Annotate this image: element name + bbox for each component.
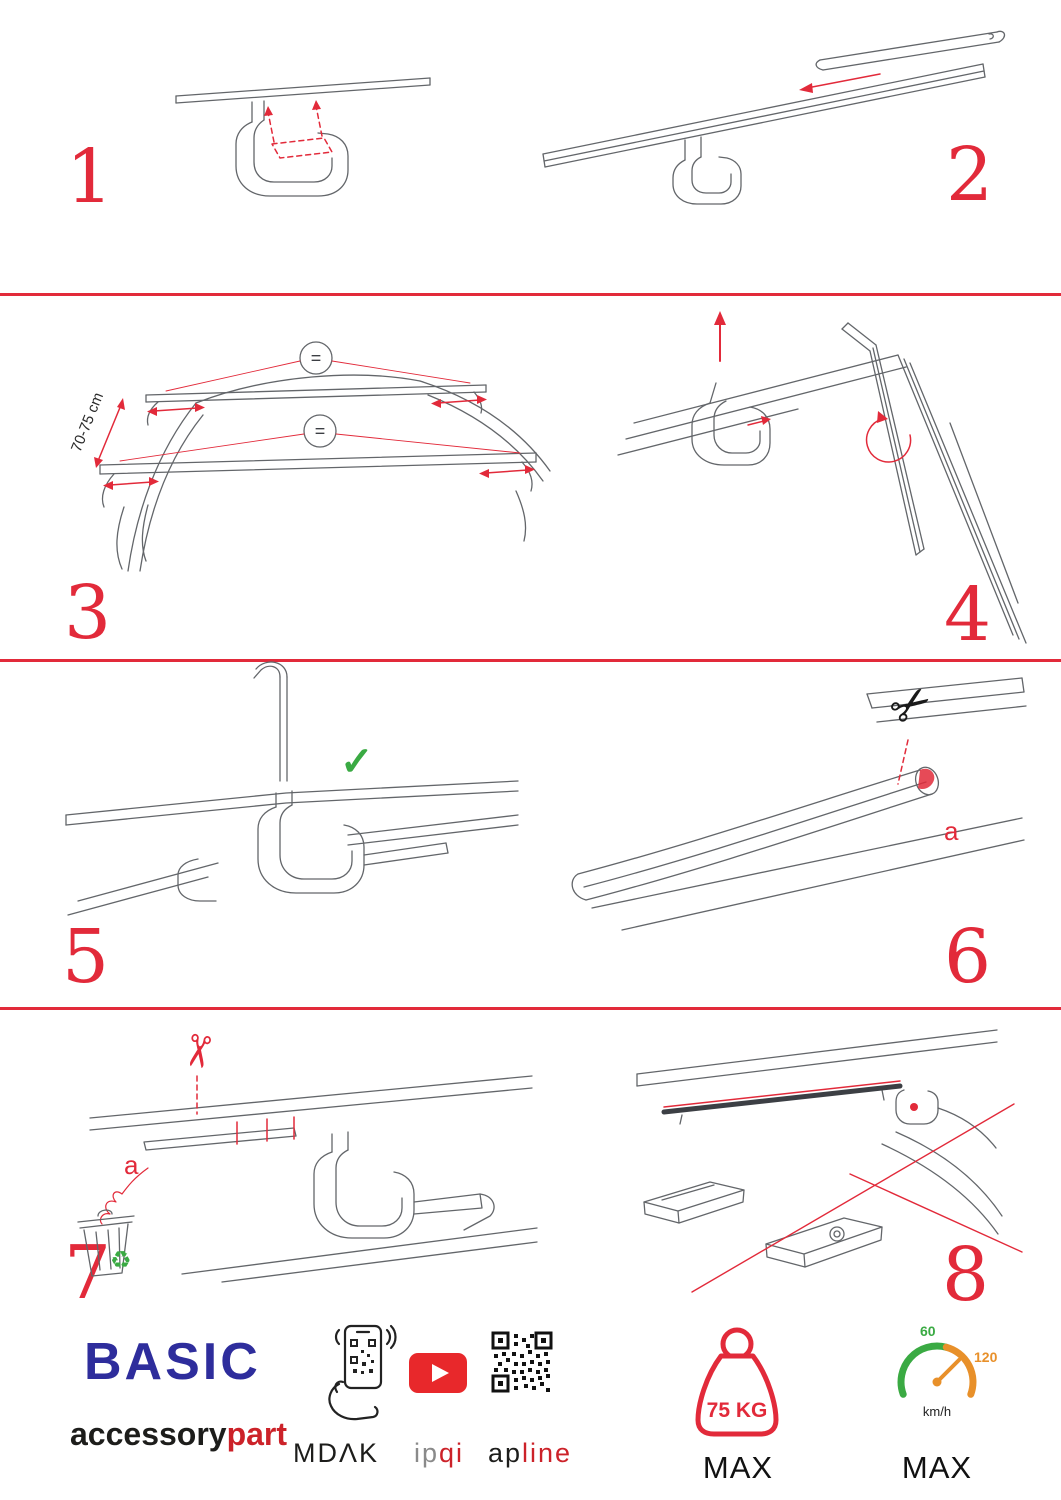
step-2-illustration <box>542 30 1006 205</box>
weight-value: 75 KG <box>707 1399 768 1422</box>
speedometer-icon: 60 120 km/h <box>897 1323 998 1419</box>
cut-piece-highlight <box>918 768 935 790</box>
brand-apline: apline <box>488 1440 572 1467</box>
speed-low-label: 60 <box>920 1323 936 1339</box>
phone-qr-scan-icon <box>328 1324 397 1421</box>
clamp-and-allen-key-drawing <box>617 322 1027 644</box>
recycle-icon: ♻ <box>110 1247 132 1274</box>
apline-black-text: ap <box>488 1438 523 1468</box>
youtube-icon <box>409 1353 467 1393</box>
part-a-label: a <box>124 1150 139 1180</box>
brand-part-text: part <box>226 1416 288 1452</box>
brand-basic: BASIC <box>84 1333 261 1391</box>
step-6-number: 6 <box>944 914 992 1000</box>
step-5-number: 5 <box>62 914 110 1000</box>
step-7-illustration: ✂ a ♻ <box>77 1029 538 1283</box>
section-divider <box>0 293 1061 296</box>
equal-spacing-symbol: = <box>315 421 326 441</box>
qr-code-icon <box>491 1331 553 1393</box>
bar-and-endcap-drawing <box>542 30 1006 205</box>
cut-line <box>897 739 909 785</box>
section-divider <box>0 1007 1061 1010</box>
equal-spacing-symbol: = <box>311 348 322 368</box>
rubber-strip <box>661 1083 903 1115</box>
ipqi-red-text: qi <box>439 1438 465 1468</box>
rubber-pad-highlight <box>264 100 333 159</box>
check-icon: ✓ <box>340 740 374 784</box>
slide-direction-arrow <box>799 73 881 93</box>
max-weight-icon: 75 KG <box>695 1327 779 1437</box>
clamp-check-drawing <box>65 661 519 916</box>
insert-arrow <box>714 311 771 426</box>
bar-distance-measurement: 70-75 cm <box>68 390 107 454</box>
strip-cut-discard-drawing <box>89 1075 538 1283</box>
step-4-illustration <box>617 311 1027 644</box>
step-2-number: 2 <box>946 132 994 218</box>
step-3-number: 3 <box>64 570 112 656</box>
step-1-number: 1 <box>66 134 114 220</box>
step-8-illustration <box>636 1029 1023 1293</box>
step-8-number: 8 <box>942 1232 990 1318</box>
step-1-illustration <box>175 77 431 197</box>
speed-high-label: 120 <box>974 1349 998 1365</box>
bar-end-cut-drawing <box>571 677 1027 931</box>
step-5-illustration: ✓ <box>65 661 519 916</box>
trash-bin-icon <box>77 1209 135 1277</box>
dimension-lines <box>94 360 535 490</box>
section-divider <box>0 659 1061 662</box>
step-6-illustration: ✂ a <box>571 673 1027 931</box>
scissors-icon: ✂ <box>880 673 943 739</box>
max-weight-label: MAX <box>702 1450 774 1485</box>
ipqi-gray-text: ip <box>414 1438 440 1468</box>
cut-marks <box>196 1075 295 1145</box>
roof-bar-drawing <box>175 77 431 197</box>
max-speed-label: MAX <box>901 1450 973 1485</box>
speed-unit-label: km/h <box>923 1404 951 1419</box>
scissors-icon: ✂ <box>173 1029 228 1074</box>
rotation-arrow <box>865 411 912 463</box>
step-3-illustration: = = 70-75 cm <box>68 341 551 572</box>
rail-and-adapters-drawing <box>636 1029 1003 1268</box>
part-a-label: a <box>944 816 959 846</box>
brand-accessory-text: accessory <box>70 1416 227 1452</box>
brand-ipqi: ipqi <box>414 1440 464 1467</box>
brand-accessorypart: accessorypart <box>70 1418 287 1450</box>
step-4-number: 4 <box>944 572 992 658</box>
roof-and-crossbars-drawing <box>99 341 551 572</box>
discard-squiggle <box>99 1167 149 1225</box>
alignment-lines <box>663 1080 1023 1293</box>
brand-mdak: MDΛK <box>293 1438 380 1468</box>
apline-red-text: line <box>522 1438 573 1468</box>
